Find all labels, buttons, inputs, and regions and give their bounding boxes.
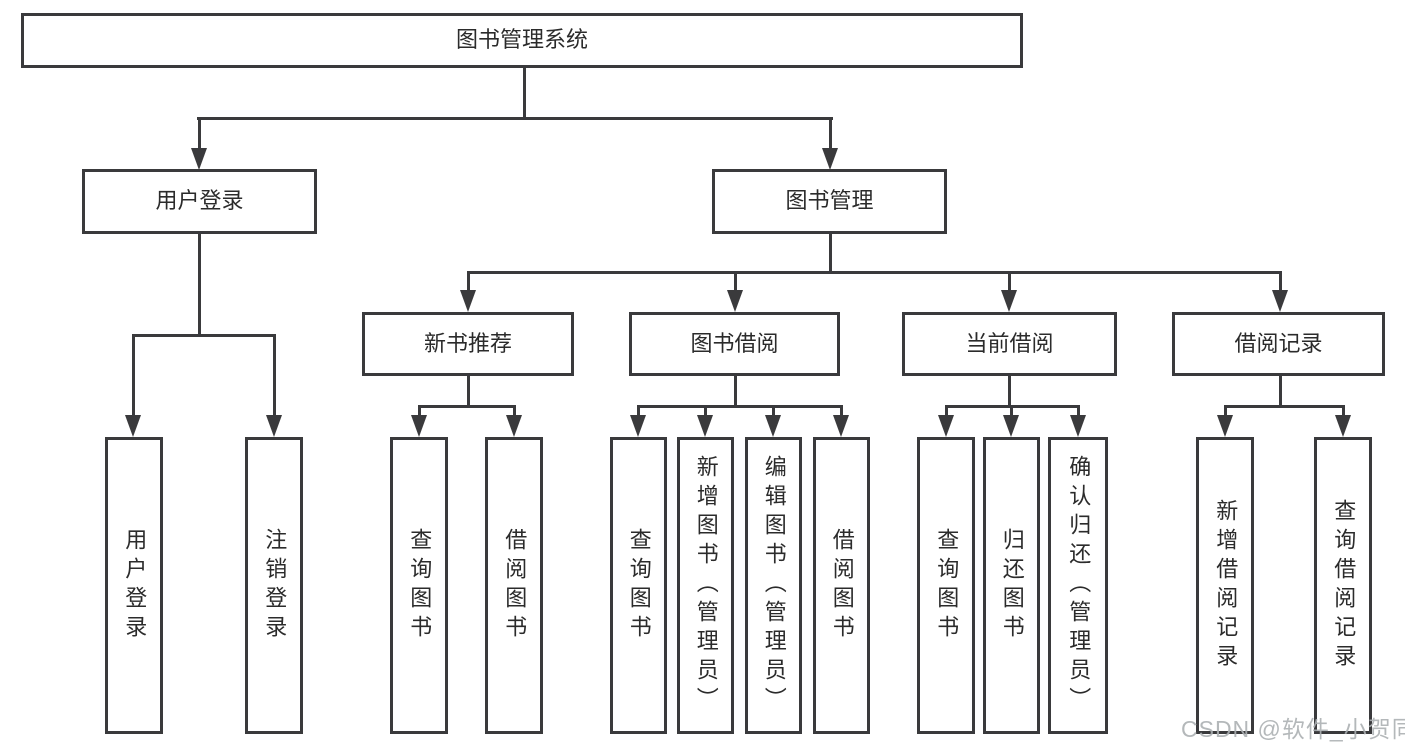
node-book-borrow: 图书借阅 xyxy=(629,312,840,376)
connector-book-borrow-drop xyxy=(734,271,737,292)
arrowhead-nb-query xyxy=(411,415,427,437)
leaf-current-confirm-return-admin-label: 确认归还（管理员） xyxy=(1066,455,1092,716)
arrowhead-bb-borrow xyxy=(833,415,849,437)
arrowhead-cb-query xyxy=(938,415,954,437)
connector-bb-add-drop xyxy=(704,405,707,417)
connector-br-add-drop xyxy=(1224,405,1227,417)
leaf-logout: 注销登录 xyxy=(245,437,303,734)
arrowhead-nb-borrow xyxy=(506,415,522,437)
leaf-borrow-edit-books-admin-label: 编辑图书（管理员） xyxy=(761,455,787,716)
leaf-current-return-books-label: 归还图书 xyxy=(999,527,1025,644)
connector-leaf-user-login-drop xyxy=(132,334,135,417)
connector-cb-confirm-drop xyxy=(1077,405,1080,417)
connector-new-book-split xyxy=(418,405,516,408)
connector-book-mgmt-stem xyxy=(829,233,832,273)
connector-nb-query-drop xyxy=(418,405,421,417)
watermark: CSDN @软件_小贺同学 xyxy=(1181,716,1405,742)
connector-leaf-logout-drop xyxy=(273,334,276,417)
leaf-borrow-borrow-books-label: 借阅图书 xyxy=(829,527,855,644)
connector-current-borrow-drop xyxy=(1008,271,1011,292)
node-root: 图书管理系统 xyxy=(21,13,1023,68)
connector-nb-borrow-drop xyxy=(513,405,516,417)
connector-book-borrow-stem xyxy=(734,375,737,408)
connector-bb-edit-drop xyxy=(772,405,775,417)
connector-new-book-stem xyxy=(467,375,470,408)
arrowhead-bb-query xyxy=(630,415,646,437)
arrowhead-br-add xyxy=(1217,415,1233,437)
connector-bb-query-drop xyxy=(637,405,640,417)
leaf-recommend-borrow-books-label: 借阅图书 xyxy=(502,527,528,644)
connector-new-book-drop xyxy=(467,271,470,292)
connector-user-login-split xyxy=(132,334,276,337)
arrowhead-cb-confirm xyxy=(1070,415,1086,437)
leaf-borrow-add-books-admin-label: 新增图书（管理员） xyxy=(693,455,719,716)
leaf-current-query-books: 查询图书 xyxy=(917,437,975,734)
leaf-borrow-add-books-admin: 新增图书（管理员） xyxy=(677,437,734,734)
leaf-current-confirm-return-admin: 确认归还（管理员） xyxy=(1048,437,1108,734)
node-book-borrow-label: 图书借阅 xyxy=(690,330,779,356)
arrowhead-bb-edit xyxy=(765,415,781,437)
node-new-book-recommend: 新书推荐 xyxy=(362,312,574,376)
leaf-borrow-query-books: 查询图书 xyxy=(610,437,667,734)
leaf-records-query-record: 查询借阅记录 xyxy=(1314,437,1372,734)
connector-level3-horizontal xyxy=(467,271,1282,274)
leaf-borrow-borrow-books: 借阅图书 xyxy=(813,437,870,734)
connector-br-query-drop xyxy=(1342,405,1345,417)
leaf-borrow-query-books-label: 查询图书 xyxy=(626,527,652,644)
connector-cb-return-drop xyxy=(1010,405,1013,417)
node-book-management: 图书管理 xyxy=(712,169,947,234)
leaf-current-query-books-label: 查询图书 xyxy=(934,527,960,644)
connector-root-stem xyxy=(523,67,526,119)
connector-bb-borrow-drop xyxy=(840,405,843,417)
connector-book-borrow-split xyxy=(637,405,843,408)
arrowhead-br-query xyxy=(1335,415,1351,437)
leaf-recommend-borrow-books: 借阅图书 xyxy=(485,437,543,734)
arrowhead-leaf-user-login xyxy=(125,415,141,437)
connector-user-login-stem xyxy=(198,232,201,337)
arrowhead-user-login xyxy=(191,148,207,170)
node-new-book-recommend-label: 新书推荐 xyxy=(423,330,512,356)
leaf-recommend-query-books: 查询图书 xyxy=(390,437,448,734)
connector-current-borrow-stem xyxy=(1008,375,1011,408)
leaf-user-login: 用户登录 xyxy=(105,437,163,734)
connector-cb-query-drop xyxy=(945,405,948,417)
node-user-login: 用户登录 xyxy=(82,169,317,234)
node-current-borrow: 当前借阅 xyxy=(902,312,1117,376)
leaf-current-return-books: 归还图书 xyxy=(983,437,1040,734)
leaf-recommend-query-books-label: 查询图书 xyxy=(407,527,433,644)
arrowhead-borrow-records xyxy=(1272,290,1288,312)
leaf-user-login-label: 用户登录 xyxy=(122,527,148,644)
connector-borrow-records-split xyxy=(1224,405,1344,408)
arrowhead-cb-return xyxy=(1003,415,1019,437)
arrowhead-current-borrow xyxy=(1001,290,1017,312)
arrowhead-leaf-logout xyxy=(266,415,282,437)
connector-book-mgmt-drop xyxy=(829,117,832,150)
node-root-label: 图书管理系统 xyxy=(455,27,588,53)
leaf-records-query-record-label: 查询借阅记录 xyxy=(1331,498,1357,673)
leaf-borrow-edit-books-admin: 编辑图书（管理员） xyxy=(745,437,802,734)
node-user-login-label: 用户登录 xyxy=(155,188,244,214)
leaf-records-add-record-label: 新增借阅记录 xyxy=(1213,498,1239,673)
leaf-logout-label: 注销登录 xyxy=(262,527,288,644)
node-borrow-records: 借阅记录 xyxy=(1172,312,1385,376)
connector-borrow-records-stem xyxy=(1279,375,1282,408)
connector-borrow-records-drop xyxy=(1279,271,1282,292)
node-current-borrow-label: 当前借阅 xyxy=(965,330,1054,356)
connector-level2-horizontal xyxy=(197,117,833,120)
node-borrow-records-label: 借阅记录 xyxy=(1234,330,1323,356)
arrowhead-book-mgmt xyxy=(822,148,838,170)
arrowhead-bb-add xyxy=(697,415,713,437)
connector-user-login-drop xyxy=(198,117,201,150)
arrowhead-new-book xyxy=(460,290,476,312)
leaf-records-add-record: 新增借阅记录 xyxy=(1196,437,1254,734)
node-book-management-label: 图书管理 xyxy=(785,188,874,214)
arrowhead-book-borrow xyxy=(727,290,743,312)
